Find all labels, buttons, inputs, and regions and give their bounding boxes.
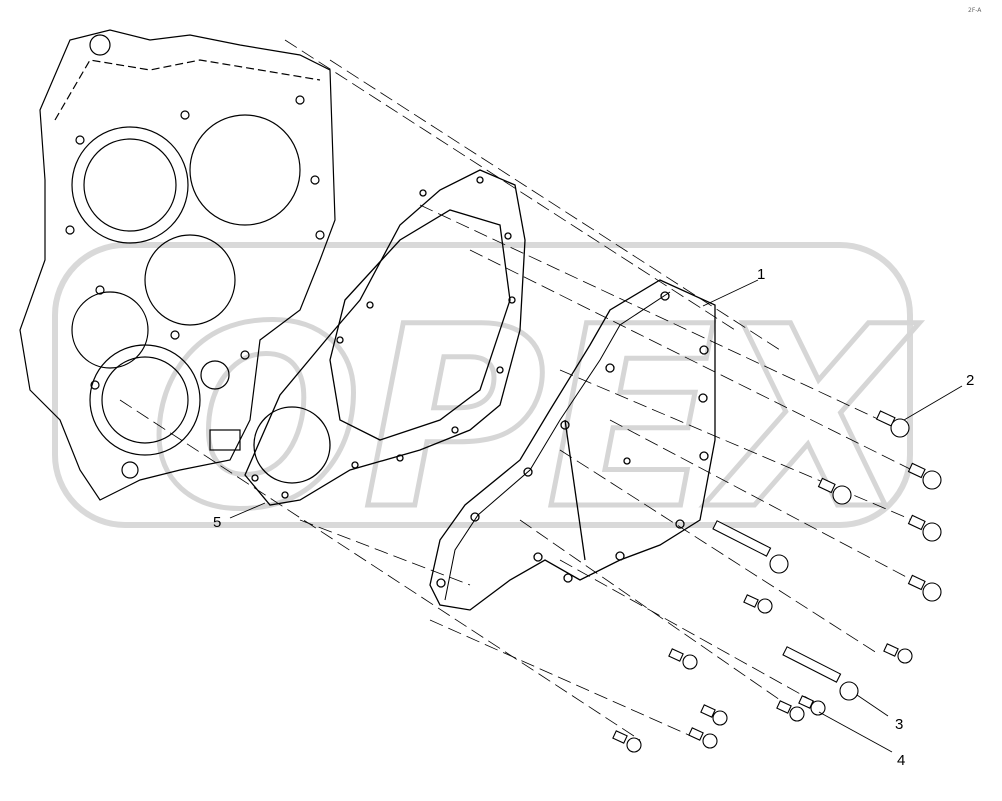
bolt-small <box>700 704 728 726</box>
bolt-long <box>712 520 789 574</box>
bolts <box>612 410 942 753</box>
callout-4: 4 <box>897 752 905 769</box>
bolt-small <box>776 700 805 722</box>
callout-5: 5 <box>213 514 221 531</box>
leader-lines <box>229 279 963 753</box>
bolt-long <box>782 646 859 701</box>
front-cover <box>429 279 716 611</box>
bolt-small <box>668 648 698 670</box>
bolt-small <box>612 730 642 753</box>
bolt-small <box>798 695 826 716</box>
bolt-short <box>875 410 910 438</box>
gasket <box>244 169 526 506</box>
callout-2: 2 <box>966 372 974 389</box>
alignment-lines <box>119 39 913 741</box>
watermark: OPEX <box>52 242 922 567</box>
bolt-small <box>688 727 718 749</box>
bolt-short <box>817 477 852 505</box>
callout-3: 3 <box>895 716 903 733</box>
bolt-short <box>907 574 942 602</box>
callout-1: 1 <box>757 266 765 283</box>
bolt-short <box>907 514 942 542</box>
bolt-short <box>907 462 942 490</box>
corner-mark: 2F-A <box>968 7 982 14</box>
bolt-small <box>743 594 773 614</box>
bolt-small <box>883 643 913 664</box>
engine-block <box>19 29 336 501</box>
